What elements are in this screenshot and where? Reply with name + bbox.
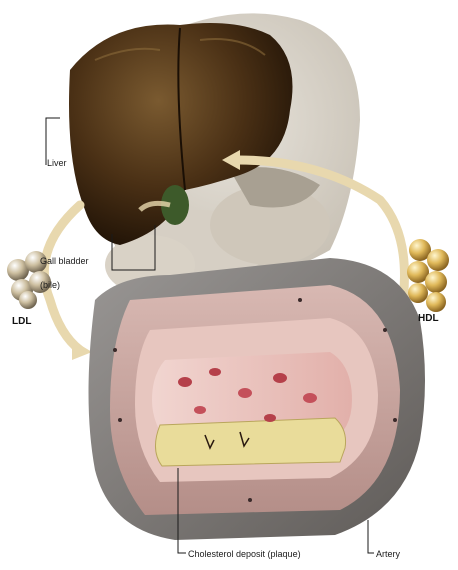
hdl-particles (407, 239, 449, 312)
liver-label: Liver (47, 158, 67, 168)
gall-bladder-sublabel: (bile) (40, 280, 60, 290)
plaque-label: Cholesterol deposit (plaque) (188, 549, 301, 559)
artery-label: Artery (376, 549, 400, 559)
artery (89, 258, 426, 540)
gall-bladder-label: Gall bladder (40, 256, 89, 266)
hdl-label: HDL (418, 313, 439, 324)
ldl-label: LDL (12, 316, 31, 327)
